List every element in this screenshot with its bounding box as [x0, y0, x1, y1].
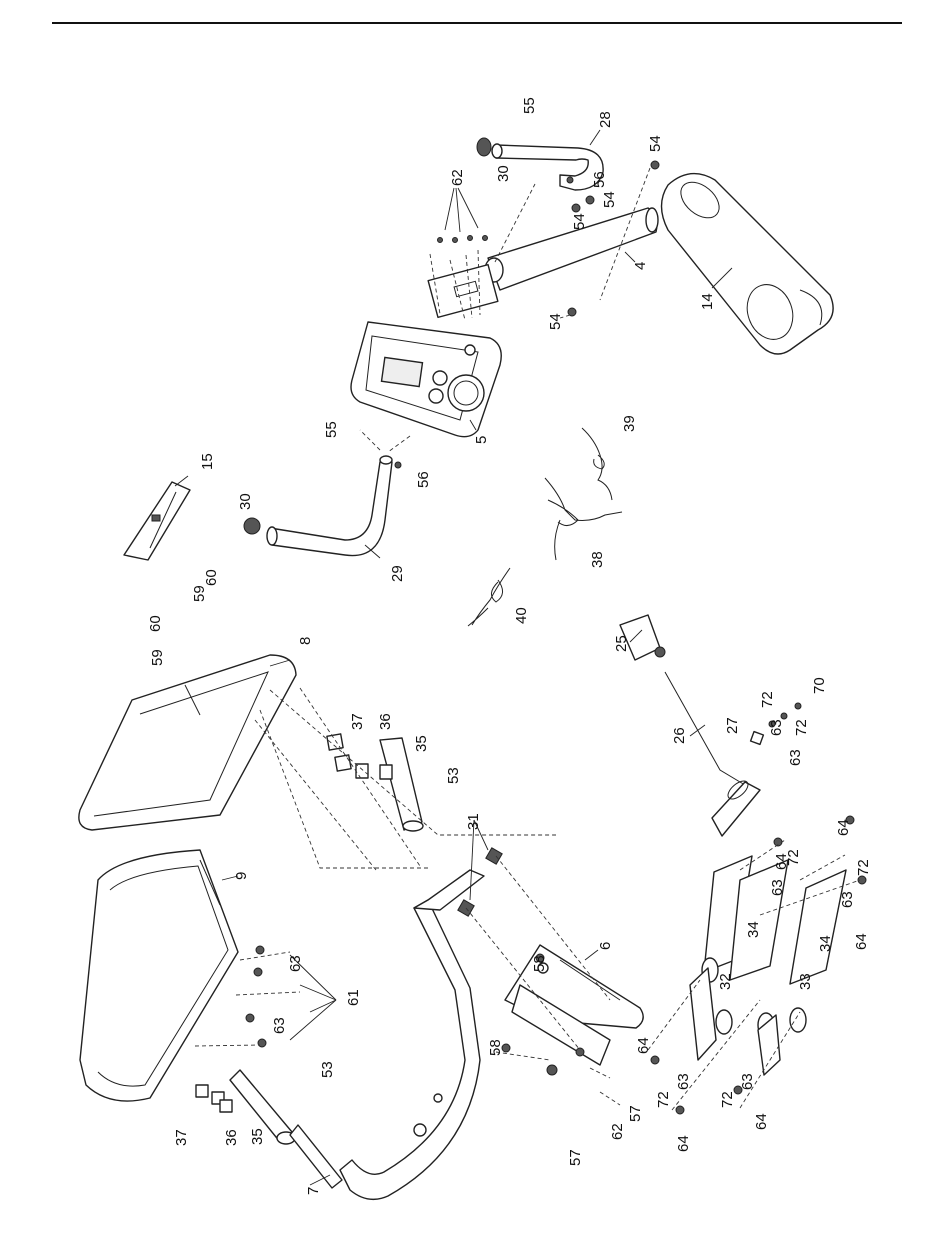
label-p72c: 72	[785, 849, 802, 866]
label-p64b: 64	[835, 819, 852, 836]
label-p35b: 35	[249, 1128, 266, 1145]
label-p38: 38	[589, 551, 606, 568]
label-p59a: 59	[191, 585, 208, 602]
base-bracket-part	[505, 945, 643, 1075]
label-p64f: 64	[753, 1113, 770, 1130]
label-p63f: 63	[839, 891, 856, 908]
label-p58a: 58	[531, 955, 548, 972]
label-p61: 61	[345, 989, 362, 1006]
label-p70: 70	[811, 677, 828, 694]
label-p9: 9	[233, 872, 250, 880]
label-p54b: 54	[601, 191, 618, 208]
label-p40: 40	[513, 607, 530, 624]
label-p32: 32	[717, 973, 734, 990]
label-p63h: 63	[739, 1073, 756, 1090]
label-p63b: 63	[271, 1017, 288, 1034]
label-p53b: 53	[319, 1061, 336, 1078]
label-p26: 26	[671, 727, 688, 744]
label-p28: 28	[597, 111, 614, 128]
label-p15: 15	[199, 453, 216, 470]
label-p29: 29	[389, 565, 406, 582]
label-p63d: 63	[787, 749, 804, 766]
label-p55b: 55	[323, 421, 340, 438]
rollers-stabilizers	[690, 856, 846, 1075]
seat-back-part	[79, 655, 296, 830]
label-p58b: 58	[487, 1039, 504, 1056]
label-p57a: 57	[627, 1105, 644, 1122]
label-p54d: 54	[547, 313, 564, 330]
label-p72a: 72	[759, 691, 776, 708]
label-p5: 5	[473, 436, 490, 444]
label-p63a: 63	[287, 955, 304, 972]
seat-part	[80, 850, 238, 1101]
label-p62a: 62	[449, 169, 466, 186]
label-p72f: 72	[719, 1091, 736, 1108]
label-p63e: 63	[769, 879, 786, 896]
label-p63g: 63	[675, 1073, 692, 1090]
label-p54a: 54	[647, 135, 664, 152]
label-p8: 8	[297, 637, 314, 645]
label-p34b: 34	[817, 935, 834, 952]
label-p72b: 72	[793, 719, 810, 736]
label-p54c: 54	[571, 213, 588, 230]
handlebar-lower-part	[244, 456, 392, 556]
frame-part	[340, 870, 484, 1199]
label-p27: 27	[724, 717, 741, 734]
grip-assembly-upper	[327, 734, 423, 831]
label-p36a: 36	[377, 713, 394, 730]
label-p39: 39	[621, 415, 638, 432]
upright-part	[428, 208, 658, 317]
label-p34a: 34	[745, 921, 762, 938]
label-p63c: 63	[768, 719, 785, 736]
label-p56b: 56	[415, 471, 432, 488]
wire-harnesses	[468, 428, 622, 626]
cover-part	[124, 482, 190, 560]
label-p64d: 64	[635, 1037, 652, 1054]
label-p25: 25	[613, 635, 630, 652]
label-p4: 4	[632, 262, 649, 270]
label-p7: 7	[305, 1187, 322, 1195]
label-p37b: 37	[173, 1129, 190, 1146]
label-p60a: 60	[203, 569, 220, 586]
label-p72d: 72	[855, 859, 872, 876]
label-p62b: 62	[609, 1123, 626, 1140]
label-p31: 31	[465, 813, 482, 830]
label-p59b: 59	[149, 649, 166, 666]
label-p56a: 56	[591, 171, 608, 188]
label-p60b: 60	[147, 615, 164, 632]
label-p35a: 35	[413, 735, 430, 752]
label-p14: 14	[699, 293, 716, 310]
label-p30a: 30	[495, 165, 512, 182]
label-p30b: 30	[237, 493, 254, 510]
grip-assembly-lower	[196, 1070, 342, 1188]
label-p64e: 64	[675, 1135, 692, 1152]
console-part	[351, 322, 501, 437]
label-p57b: 57	[567, 1149, 584, 1166]
label-p64c: 64	[853, 933, 870, 950]
label-p33: 33	[797, 973, 814, 990]
label-p53a: 53	[445, 767, 462, 784]
shroud-part	[662, 174, 834, 354]
label-p6: 6	[597, 942, 614, 950]
label-p37a: 37	[349, 713, 366, 730]
label-p72e: 72	[655, 1091, 672, 1108]
label-p55a: 55	[521, 97, 538, 114]
label-p36b: 36	[223, 1129, 240, 1146]
